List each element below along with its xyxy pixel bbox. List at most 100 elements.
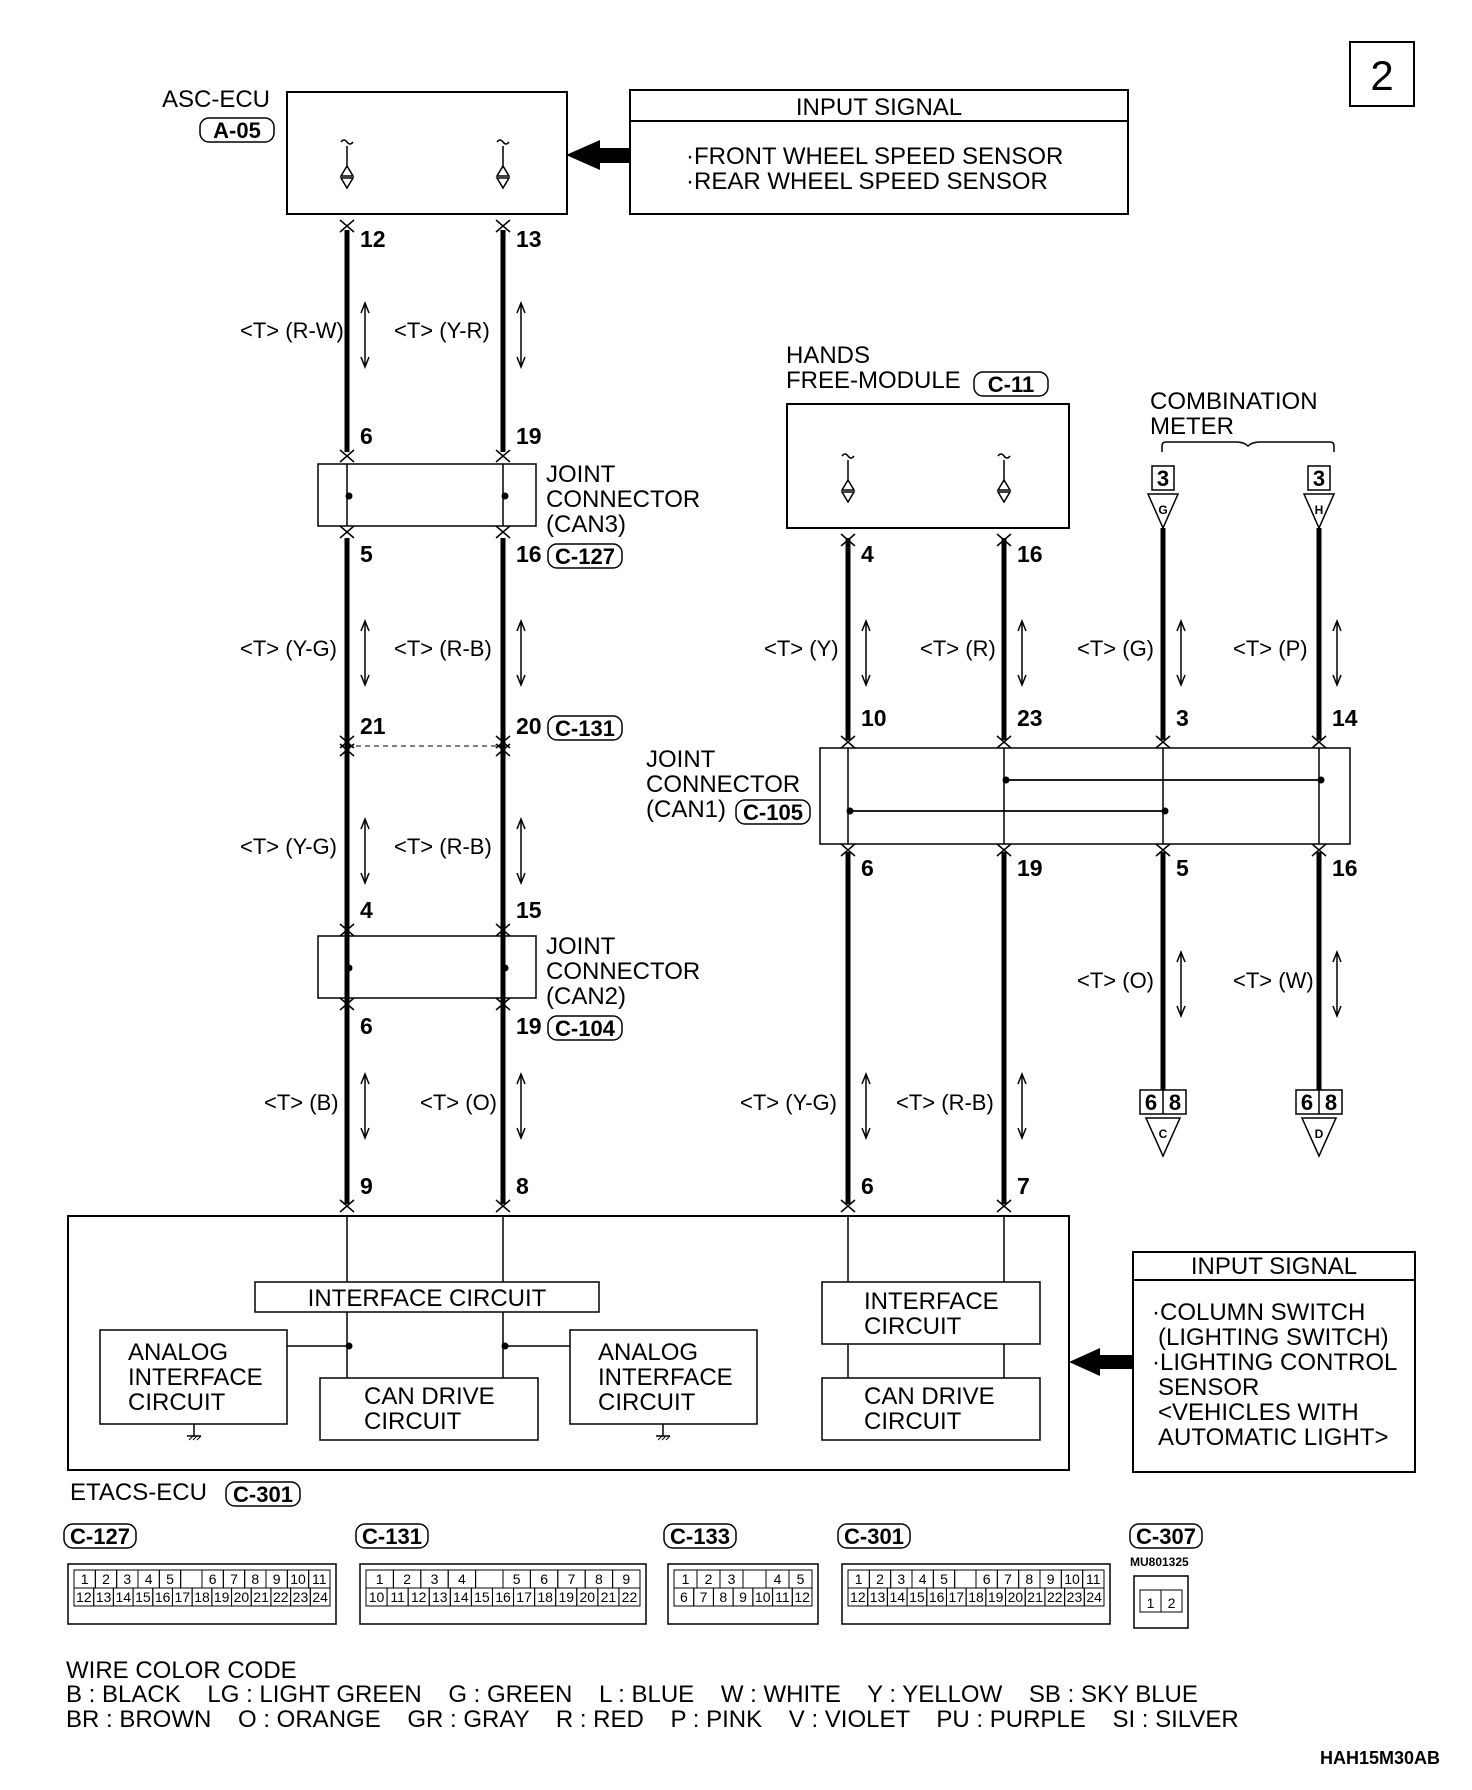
meter-bottom-number: 6: [1145, 1090, 1157, 1115]
connector-cavity-number: 8: [719, 1589, 727, 1605]
asc-ecu-label: ASC-ECU: [162, 86, 270, 113]
connector-cavity-number: 17: [949, 1589, 965, 1605]
connector-cavity-number: 11: [312, 1571, 327, 1587]
connector-cavity-number: 16: [155, 1589, 171, 1605]
connector-cavity-number: 20: [1008, 1589, 1024, 1605]
can2-pin: 19: [516, 1013, 542, 1039]
connector-cavity-number: 15: [135, 1589, 151, 1605]
input-signal-bottom: INPUT SIGNAL ·COLUMN SWITCH (LIGHTING SW…: [1069, 1251, 1416, 1473]
meter-bottom-number: 8: [1169, 1090, 1181, 1115]
wire-label: <T> (R-B): [394, 636, 492, 661]
input-signal-bottom-line: <VEHICLES WITH: [1158, 1399, 1359, 1426]
can3-pin: 19: [516, 423, 542, 449]
wire-label: <T> (R): [920, 636, 996, 661]
connector-view-label: C-127: [70, 1524, 130, 1549]
connector-cavity-number: 6: [983, 1571, 991, 1587]
connector-cavity-number: 3: [123, 1571, 131, 1587]
etacs-label: ETACS-ECU: [70, 1479, 207, 1506]
joint-connector-can3: 6 19 JOINT CONNECTOR (CAN3) 5 16 C-127: [317, 423, 700, 569]
wire-label: <T> (W): [1233, 968, 1314, 993]
connector-cavity-number: 14: [453, 1589, 469, 1605]
input-signal-bottom-line: SENSOR: [1158, 1374, 1259, 1401]
connector-cavity-number: 3: [728, 1571, 736, 1587]
hfm-pin: 16: [1017, 541, 1043, 567]
connector-cavity-number: 9: [273, 1571, 281, 1587]
connector-cavity-number: 4: [919, 1571, 927, 1587]
analog-right-label: CIRCUIT: [598, 1389, 696, 1416]
meter-terminal-g: G: [1158, 503, 1167, 517]
page-number-box: 2: [1349, 41, 1415, 107]
can-drive-right-label: CIRCUIT: [864, 1408, 962, 1435]
connector-cavity-number: 10: [290, 1571, 306, 1587]
meter-label: COMBINATION: [1150, 388, 1318, 415]
input-signal-top: INPUT SIGNAL ·FRONT WHEEL SPEED SENSOR ·…: [566, 89, 1129, 215]
interface-right-label: INTERFACE: [864, 1288, 999, 1315]
connector-cavity-number: 19: [988, 1589, 1004, 1605]
wire-label: <T> (G): [1077, 636, 1154, 661]
hfm-pin: 4: [861, 541, 874, 567]
can1-pin: 5: [1176, 855, 1189, 881]
connector-cavity-number: 15: [909, 1589, 925, 1605]
connector-key: [180, 1569, 203, 1589]
can-drive-left-label: CIRCUIT: [364, 1408, 462, 1435]
can2-pin: 6: [360, 1013, 373, 1039]
wire-color-code-title: WIRE COLOR CODE: [66, 1657, 297, 1684]
etacs-pin: 6: [861, 1173, 874, 1199]
etacs-connector: C-301: [233, 1482, 293, 1507]
connector-cavity-number: 22: [1047, 1589, 1063, 1605]
meter-terminal-h: H: [1315, 503, 1324, 517]
connector-cavity-number: 1: [1147, 1595, 1155, 1611]
connector-cavity-number: 11: [1086, 1571, 1101, 1587]
meter-bottom-number: 6: [1301, 1090, 1313, 1115]
connector-cavity-number: 24: [312, 1589, 328, 1605]
connector-cavity-number: 13: [96, 1589, 112, 1605]
connector-cavity-number: 12: [794, 1589, 810, 1605]
connector-cavity-number: 18: [968, 1589, 984, 1605]
connector-cavity-number: 14: [889, 1589, 905, 1605]
connector-cavity-number: 3: [431, 1571, 439, 1587]
hfm-label: FREE-MODULE: [786, 367, 961, 394]
connector-cavity-number: 7: [230, 1571, 238, 1587]
etacs-pin: 9: [360, 1173, 373, 1199]
input-signal-top-line: ·REAR WHEEL SPEED SENSOR: [686, 168, 1048, 195]
asc-pin: 12: [360, 226, 386, 252]
can3-pin: 5: [360, 541, 373, 567]
connector-cavity-number: 19: [558, 1589, 574, 1605]
can1-pin: 16: [1332, 855, 1358, 881]
connector-cavity-number: 21: [601, 1589, 617, 1605]
right-wires: [840, 528, 1327, 1213]
wire-label: <T> (Y-G): [240, 834, 337, 859]
connector-cavity-number: 18: [194, 1589, 210, 1605]
connector-cavity-number: 6: [209, 1571, 217, 1587]
can-drive-right-label: CAN DRIVE: [864, 1383, 995, 1410]
connector-cavity: [618, 1587, 641, 1607]
connector-cavity-number: 22: [273, 1589, 289, 1605]
analog-right-label: ANALOG: [598, 1339, 698, 1366]
input-signal-bottom-line: AUTOMATIC LIGHT>: [1158, 1424, 1388, 1451]
can3-label: JOINT: [546, 461, 616, 488]
connector-cavity-number: 2: [102, 1571, 110, 1587]
input-signal-bottom-line: (LIGHTING SWITCH): [1158, 1324, 1389, 1351]
connector-cavity-number: 11: [390, 1589, 405, 1605]
connector-cavity-number: 4: [774, 1571, 782, 1587]
connector-view-label: C-301: [844, 1524, 904, 1549]
connector-cavity-number: 16: [929, 1589, 945, 1605]
can1-pin: 19: [1017, 855, 1043, 881]
input-signal-bottom-line: ·LIGHTING CONTROL: [1152, 1349, 1397, 1376]
can2-pin: 4: [360, 897, 373, 923]
wire-label: <T> (Y-G): [740, 1090, 837, 1115]
analog-right-label: INTERFACE: [598, 1364, 733, 1391]
hands-free-module: HANDS FREE-MODULE C-11 4 16: [786, 342, 1070, 567]
wire-label: <T> (Y-R): [394, 318, 490, 343]
left-wires: [339, 219, 511, 1213]
junction-c131: 21 20 C-131: [360, 713, 623, 741]
connector-cavity-number: 7: [568, 1571, 576, 1587]
meter-label: METER: [1150, 413, 1234, 440]
joint-connector-can2: 4 15 JOINT CONNECTOR (CAN2) 6 19 C-104: [317, 897, 700, 1041]
hfm-label: HANDS: [786, 342, 870, 369]
can2-label: CONNECTOR: [546, 958, 700, 985]
wire-label: <T> (O): [420, 1090, 497, 1115]
connector-cavity-number: 8: [595, 1571, 603, 1587]
